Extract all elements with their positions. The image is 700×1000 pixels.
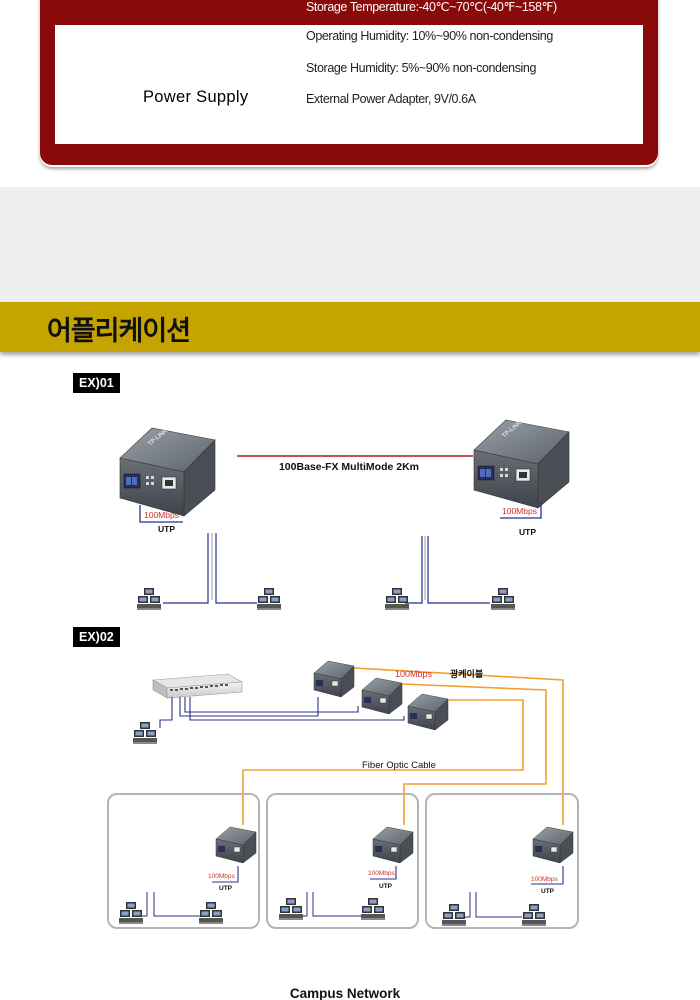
storage-humidity: Storage Humidity: 5%~90% non-condensing [306, 61, 537, 75]
media-converter-right-icon [473, 419, 570, 509]
box3-speed-label: 100Mbps [531, 876, 558, 883]
box2-utp-label: UTP [379, 883, 393, 890]
box1-utp-label: UTP [219, 885, 233, 892]
media-converter-icon [407, 693, 449, 731]
pc-icon [199, 902, 223, 924]
media-converter-icon [313, 660, 355, 698]
box1-speed-label: 100Mbps [208, 873, 235, 880]
spacer-band [0, 187, 700, 302]
media-converter-icon [372, 826, 414, 864]
pc-icon [522, 904, 546, 926]
box3-utp-label: UTP [541, 888, 555, 895]
pc-icon [279, 898, 303, 920]
fiber-link-label: 100Base-FX MultiMode 2Km [279, 461, 419, 473]
section-title: 어플리케이션 [47, 316, 191, 347]
diagram-caption: Campus Network [290, 986, 401, 1000]
pc-icon [133, 722, 157, 744]
pc-icon [361, 898, 385, 920]
power-supply-value: External Power Adapter, 9V/0.6A [306, 92, 476, 106]
spec-table-body [55, 25, 643, 144]
speed-label-right: 100Mbps [502, 506, 537, 516]
example2-label: EX)02 [73, 627, 120, 647]
pc-icon [442, 904, 466, 926]
section-header: 어플리케이션 [0, 302, 700, 352]
pc-icon [491, 588, 515, 610]
top-speed-label: 100Mbps [395, 669, 433, 679]
speed-label-left: 100Mbps [144, 510, 179, 520]
utp-label-right: UTP [519, 527, 536, 537]
example1-label: EX)01 [73, 373, 120, 393]
operating-humidity: Operating Humidity: 10%~90% non-condensi… [306, 29, 553, 43]
media-converter-icon [361, 677, 403, 715]
pc-icon [385, 588, 409, 610]
media-converter-left-icon [119, 427, 216, 517]
box2-speed-label: 100Mbps [368, 870, 395, 877]
fiber-optic-label: Fiber Optic Cable [362, 760, 436, 771]
utp-label-left: UTP [158, 524, 175, 534]
pc-icon [257, 588, 281, 610]
pc-icon [137, 588, 161, 610]
power-supply-label: Power Supply [143, 88, 249, 106]
media-converter-icon [215, 826, 257, 864]
fiber-korean-label: 광케이블 [450, 668, 483, 680]
pc-icon [119, 902, 143, 924]
storage-temperature: Storage Temperature:-40℃~70℃(-40℉~158℉) [306, 0, 557, 14]
network-switch-icon [152, 673, 243, 699]
media-converter-icon [532, 826, 574, 864]
